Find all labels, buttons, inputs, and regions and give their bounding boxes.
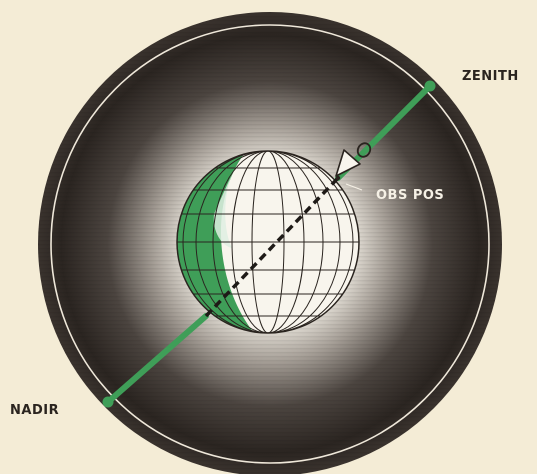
observer-marker xyxy=(335,142,372,191)
globe-outline xyxy=(176,150,360,334)
axis-through-earth xyxy=(204,176,340,318)
axis-outer-lower xyxy=(105,313,209,405)
observer-leader-line xyxy=(345,183,363,191)
observer-arrow-icon xyxy=(335,149,361,177)
celestial-horizon-circle xyxy=(50,24,490,464)
globe-highlight xyxy=(213,174,232,248)
observer-ring-icon xyxy=(356,142,372,158)
nadir-label: NADIR xyxy=(10,403,59,418)
observer-position-dot xyxy=(335,175,341,181)
nadir-point xyxy=(102,396,114,408)
observer-position-label: OBS POS xyxy=(376,188,444,203)
zenith-label: ZENITH xyxy=(462,69,519,84)
zenith-point xyxy=(424,80,436,92)
